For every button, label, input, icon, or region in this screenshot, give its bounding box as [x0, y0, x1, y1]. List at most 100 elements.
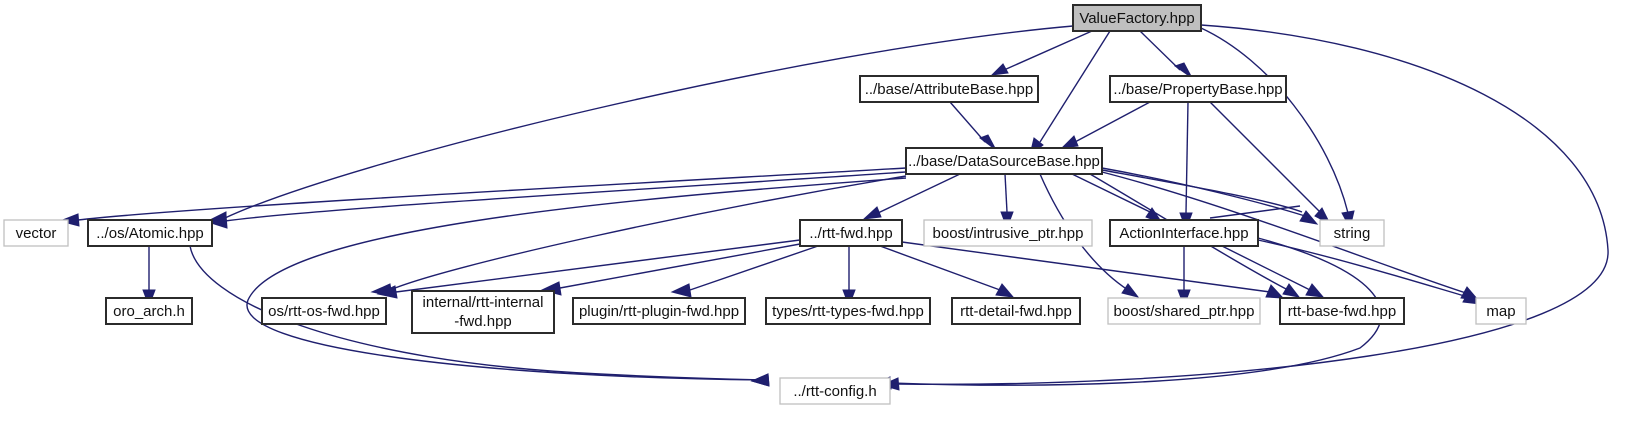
node-label: ActionInterface.hpp [1119, 225, 1248, 242]
edge-actioninterface-rttconfig [889, 237, 1382, 386]
arrow-head [1305, 283, 1325, 298]
edge-valuefactory-string [1200, 27, 1349, 214]
arrow-head [1265, 284, 1285, 299]
node-rtt-base-fwd-hpp[interactable]: rtt-base-fwd.hpp [1279, 297, 1405, 325]
edge-actioninterface-string [1209, 205, 1301, 219]
arrow-head [58, 213, 80, 227]
node-box [105, 297, 193, 325]
node-base-datasourcebase-hpp[interactable]: ../base/DataSourceBase.hpp [905, 147, 1103, 175]
node-box [1279, 297, 1405, 325]
edge-valuefactory-rttconfig [897, 24, 1609, 385]
node-label-line2: -fwd.hpp [454, 313, 512, 330]
node-label: ../rtt-config.h [793, 383, 876, 400]
node-label: boost/shared_ptr.hpp [1114, 303, 1255, 320]
node-os-rtt-os-fwd-hpp[interactable]: os/rtt-os-fwd.hpp [261, 297, 387, 325]
node-box [411, 290, 555, 334]
edge-datasourcebase-string [1101, 167, 1306, 217]
node-label: ../os/Atomic.hpp [96, 225, 204, 242]
node-internal-rtt-internal-fwd-hpp[interactable]: internal/rtt-internal -fwd.hpp [411, 290, 555, 334]
node-label: rtt-base-fwd.hpp [1288, 303, 1396, 320]
node-rtt-fwd-hpp[interactable]: ../rtt-fwd.hpp [799, 219, 903, 247]
node-label: ../base/PropertyBase.hpp [1113, 81, 1282, 98]
arrow-head [1060, 135, 1079, 149]
node-label: ../base/DataSourceBase.hpp [908, 153, 1100, 170]
edge-rttfwd-rttdetailfwd [879, 245, 1001, 291]
node-label: os/rtt-os-fwd.hpp [268, 303, 380, 320]
node-types-rtt-types-fwd-hpp[interactable]: types/rtt-types-fwd.hpp [765, 297, 931, 325]
edge-atomic-rttconfig [189, 245, 769, 381]
node-box [1107, 297, 1261, 325]
node-box [799, 219, 903, 247]
arrow-head [862, 206, 882, 220]
node-box [3, 219, 69, 247]
node-boost-intrusive-ptr-hpp[interactable]: boost/intrusive_ptr.hpp [923, 219, 1093, 247]
arrow-head [1121, 283, 1140, 298]
node-box [87, 219, 213, 247]
edge-rttfwd-pluginfwd [689, 245, 819, 291]
node-rtt-config-h[interactable]: ../rtt-config.h [779, 377, 891, 405]
edge-datasourcebase-osrttosfwd [389, 175, 907, 291]
node-label: oro_arch.h [113, 303, 185, 320]
node-os-atomic-hpp[interactable]: ../os/Atomic.hpp [87, 219, 213, 247]
edge-datasourcebase-rttconfig [246, 177, 907, 381]
node-string[interactable]: string [1319, 219, 1385, 247]
edge-datasourcebase-actioninterface [1071, 173, 1151, 213]
edge-datasourcebase-atomic [224, 171, 907, 222]
node-box [1475, 297, 1527, 325]
node-label: boost/intrusive_ptr.hpp [933, 225, 1084, 242]
node-label-line1: internal/rtt-internal [423, 294, 544, 311]
node-box [1319, 219, 1385, 247]
node-label: ../base/AttributeBase.hpp [865, 81, 1033, 98]
edge-valuefactory-atomic [224, 25, 1074, 219]
node-label: map [1486, 303, 1515, 320]
arrow-head [1299, 210, 1319, 225]
node-box [1072, 4, 1202, 32]
arrow-head [1282, 283, 1301, 298]
node-box [923, 219, 1093, 247]
node-box [572, 297, 746, 325]
edge-datasourcebase-vector [77, 167, 907, 221]
edge-valuefactory-attributebase [1003, 30, 1093, 71]
node-box [765, 297, 931, 325]
edge-attributebase-datasourcebase [949, 101, 986, 143]
node-boost-shared-ptr-hpp[interactable]: boost/shared_ptr.hpp [1107, 297, 1261, 325]
edge-datasourcebase-intrusiveptr [1004, 173, 1008, 213]
edge-datasourcebase-rttfwd [877, 173, 961, 214]
node-base-propertybase-hpp[interactable]: ../base/PropertyBase.hpp [1109, 75, 1287, 103]
node-label: types/rtt-types-fwd.hpp [772, 303, 924, 320]
arrow-head [750, 373, 770, 387]
node-map[interactable]: map [1475, 297, 1527, 325]
node-oro-arch-h[interactable]: oro_arch.h [105, 297, 193, 325]
node-box [1109, 219, 1259, 247]
edge-datasourcebase-map [1101, 171, 1467, 294]
edge-valuefactory-propertybase [1139, 30, 1181, 71]
edge-rttfwd-rttbasefwd [901, 241, 1271, 293]
nodes-layer: vector ../os/Atomic.hpp oro_arch.h os/rt… [3, 4, 1527, 405]
node-box [951, 297, 1081, 325]
edges-layer [58, 24, 1609, 391]
edge-rttfwd-osrttosfwd [395, 239, 801, 293]
node-rtt-detail-fwd-hpp[interactable]: rtt-detail-fwd.hpp [951, 297, 1081, 325]
edge-propertybase-datasourcebase [1074, 101, 1151, 143]
node-label: ValueFactory.hpp [1079, 10, 1194, 27]
node-action-interface-hpp[interactable]: ActionInterface.hpp [1109, 219, 1259, 247]
node-vector[interactable]: vector [3, 219, 69, 247]
node-plugin-rtt-plugin-fwd-hpp[interactable]: plugin/rtt-plugin-fwd.hpp [572, 297, 746, 325]
edge-rttfwd-internalfwd [559, 243, 801, 289]
arrow-head [206, 214, 228, 229]
arrow-head [670, 283, 692, 298]
arrow-head [995, 283, 1015, 298]
node-label: string [1334, 225, 1371, 242]
node-box [779, 377, 891, 405]
node-box [905, 147, 1103, 175]
edge-valuefactory-datasourcebase [1039, 30, 1111, 143]
node-box [261, 297, 387, 325]
node-valuefactory-hpp[interactable]: ValueFactory.hpp [1072, 4, 1202, 32]
node-base-attributebase-hpp[interactable]: ../base/AttributeBase.hpp [859, 75, 1039, 103]
node-label: rtt-detail-fwd.hpp [960, 303, 1072, 320]
node-label: ../rtt-fwd.hpp [809, 225, 892, 242]
node-label: vector [16, 225, 57, 242]
node-box [859, 75, 1039, 103]
